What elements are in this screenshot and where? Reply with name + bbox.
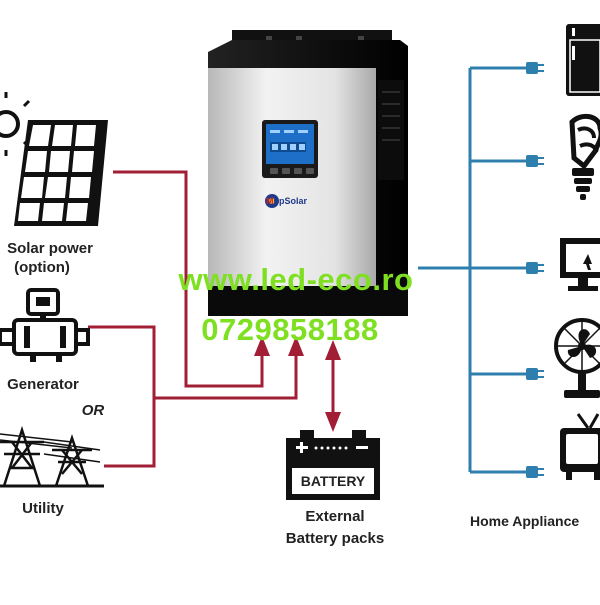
plug-icon [526, 155, 544, 167]
light-bulb-icon [569, 113, 600, 200]
generator-label: Generator [7, 376, 79, 393]
inverter-brand: MppSolar [266, 196, 326, 206]
inverter-buttons [270, 168, 314, 174]
solar-panel-icon [14, 120, 108, 226]
solar-power-label: Solar power [7, 240, 93, 257]
solar-arrowhead [254, 336, 270, 356]
input-arrowheads [254, 336, 304, 356]
plug-icon [526, 466, 544, 478]
battery-device-label: BATTERY [300, 473, 366, 489]
plug-icon [526, 62, 544, 74]
utility-pylon-icon [0, 425, 104, 488]
tv-icon [560, 413, 600, 480]
solar-option-label: (option) [14, 259, 70, 276]
battery-caption-line2: Battery packs [285, 530, 385, 547]
plug-icon [526, 368, 544, 380]
generator-arrowhead [288, 336, 304, 356]
input-wires [88, 170, 298, 468]
brand-word: ppSolar [273, 196, 308, 206]
battery-arrow-down [325, 412, 341, 432]
computer-monitor-icon [560, 238, 600, 291]
plug-connectors [526, 62, 544, 478]
utility-label: Utility [22, 500, 64, 517]
inverter-device [208, 30, 408, 316]
output-wires [418, 66, 528, 474]
home-appliance-label: Home Appliance [470, 513, 580, 529]
generator-icon [0, 288, 90, 362]
watermark-url: www.led-eco.ro [178, 262, 414, 297]
plug-icon [526, 262, 544, 274]
battery-arrow-up [325, 340, 341, 360]
refrigerator-icon [566, 24, 600, 96]
fan-icon [554, 318, 600, 398]
battery-icon [286, 430, 380, 500]
watermark-phone: 0729858188 [201, 312, 379, 347]
battery-link [325, 340, 341, 432]
brand-prefix: M [266, 196, 274, 206]
or-label: OR [81, 402, 105, 419]
solar-wire [113, 170, 264, 388]
battery-caption-line1: External [305, 508, 365, 525]
utility-wire [104, 398, 156, 468]
brand-logo-icon [265, 194, 279, 208]
